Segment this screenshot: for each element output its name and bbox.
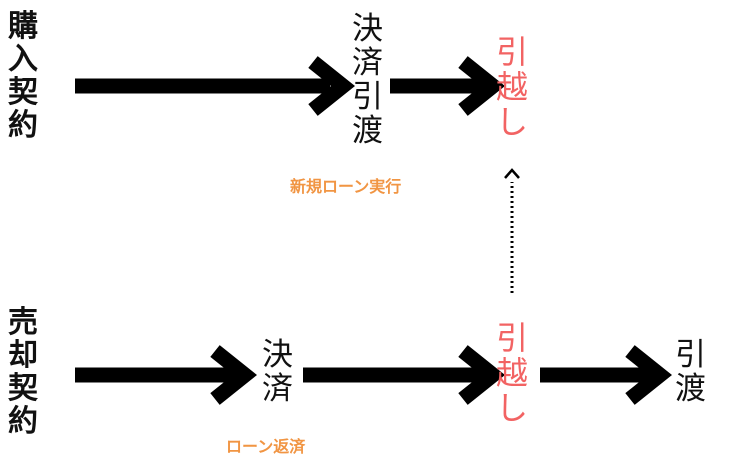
arrowhead-sale-to-settlement	[210, 345, 258, 405]
char: し	[496, 389, 529, 427]
arrowhead-settlement-to-move-purchase	[458, 56, 506, 116]
char: 引	[496, 33, 529, 71]
char: 渡	[675, 371, 706, 407]
char: 引	[496, 319, 529, 357]
node-move-purchase: 引 越 し	[496, 36, 528, 138]
node-move-sale: 引 越 し	[496, 322, 528, 424]
char: 却	[8, 338, 38, 373]
char: 渡	[352, 113, 383, 149]
char: 決	[262, 337, 293, 373]
char: 引	[675, 337, 706, 373]
note-new-loan: 新規ローン実行	[290, 177, 402, 196]
char: 購	[8, 9, 38, 44]
char: 済	[262, 371, 293, 407]
node-settlement: 決 済	[262, 340, 293, 405]
char: し	[496, 103, 529, 141]
label-purchase-contract: 購 入 契 約	[8, 12, 38, 141]
char: 約	[8, 108, 38, 143]
char: 契	[8, 75, 38, 110]
note-loan-repayment: ローン返済	[226, 437, 306, 456]
node-settlement-handover: 決 済 引 渡	[352, 14, 383, 147]
char: 引	[352, 79, 383, 115]
char: 越	[496, 354, 529, 392]
arrowhead-purchase-to-settlement	[308, 56, 356, 116]
char: 売	[8, 305, 38, 340]
char: 決	[352, 11, 383, 47]
char: 越	[496, 68, 529, 106]
char: 入	[8, 42, 38, 77]
label-sale-contract: 売 却 契 約	[8, 308, 38, 437]
char: 約	[8, 404, 38, 439]
node-handover: 引 渡	[675, 340, 706, 405]
char: 契	[8, 371, 38, 406]
dotted-connector-head	[504, 168, 520, 179]
char: 済	[352, 45, 383, 81]
arrowhead-settlement-to-move-sale	[458, 345, 506, 405]
arrowhead-move-to-handover-sale	[625, 345, 673, 405]
